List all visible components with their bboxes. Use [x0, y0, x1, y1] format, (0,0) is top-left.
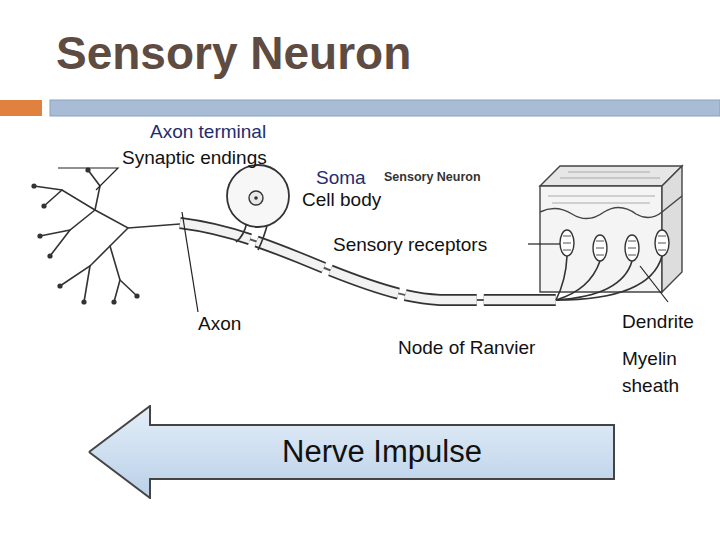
skin-block: [540, 166, 682, 292]
sensory-receptor-shapes: [560, 230, 669, 261]
axon-core: [180, 223, 560, 300]
arrow-shape: [89, 406, 614, 498]
illustration-caption: Sensory Neuron: [384, 170, 514, 185]
myelin-outline: [180, 223, 560, 300]
dendrite-branches: [556, 256, 662, 300]
cell-body-shape: [227, 165, 289, 227]
part-name: Dendrite: [622, 310, 720, 333]
header-bar: [50, 100, 720, 116]
part-name: Synaptic endings: [122, 146, 322, 169]
part-name: Myelin sheath: [622, 345, 707, 399]
nucleus: [249, 191, 263, 205]
receptor-detail: [563, 236, 666, 255]
leader-lines: [58, 168, 668, 312]
part-name: Node of Ranvier: [398, 336, 588, 359]
accent-block: [0, 100, 42, 116]
part-name: Axon: [198, 312, 268, 335]
impulse-arrow: Nerve Impulse: [88, 405, 616, 499]
axon-terminal-branches: [34, 170, 180, 302]
myelin-sheath: [180, 223, 560, 300]
part-name: Sensory receptors: [333, 233, 533, 256]
part-name: Cell body: [302, 188, 422, 211]
skin-texture: [548, 172, 660, 203]
synaptic-knobs: [31, 167, 139, 304]
arrow-label: Nerve Impulse: [150, 425, 614, 479]
slide-title: Sensory Neuron: [56, 26, 411, 80]
part-name: Axon terminal: [150, 120, 320, 143]
nucleolus: [254, 196, 258, 200]
